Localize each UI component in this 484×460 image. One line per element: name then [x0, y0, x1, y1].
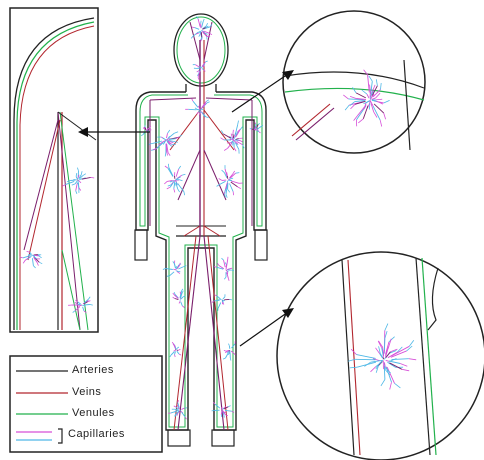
leg-zoom-circle: [277, 252, 484, 460]
legend-label-venules: Venules: [72, 407, 115, 419]
legend-label-arteries: Arteries: [72, 364, 114, 376]
legend-label-capillaries: Capillaries: [68, 428, 125, 440]
shoulder-zoom-circle: [283, 11, 425, 153]
capillary-cluster: [217, 165, 243, 198]
capillary-cluster: [168, 400, 187, 419]
capillary-cluster: [170, 342, 181, 357]
legend-label-veins: Veins: [72, 386, 101, 398]
capillary-cluster: [173, 289, 186, 308]
arm-zoom-panel: [10, 8, 98, 332]
capillary-cluster: [223, 341, 235, 360]
capillary-cluster: [185, 99, 209, 118]
capillary-cluster: [149, 130, 182, 156]
